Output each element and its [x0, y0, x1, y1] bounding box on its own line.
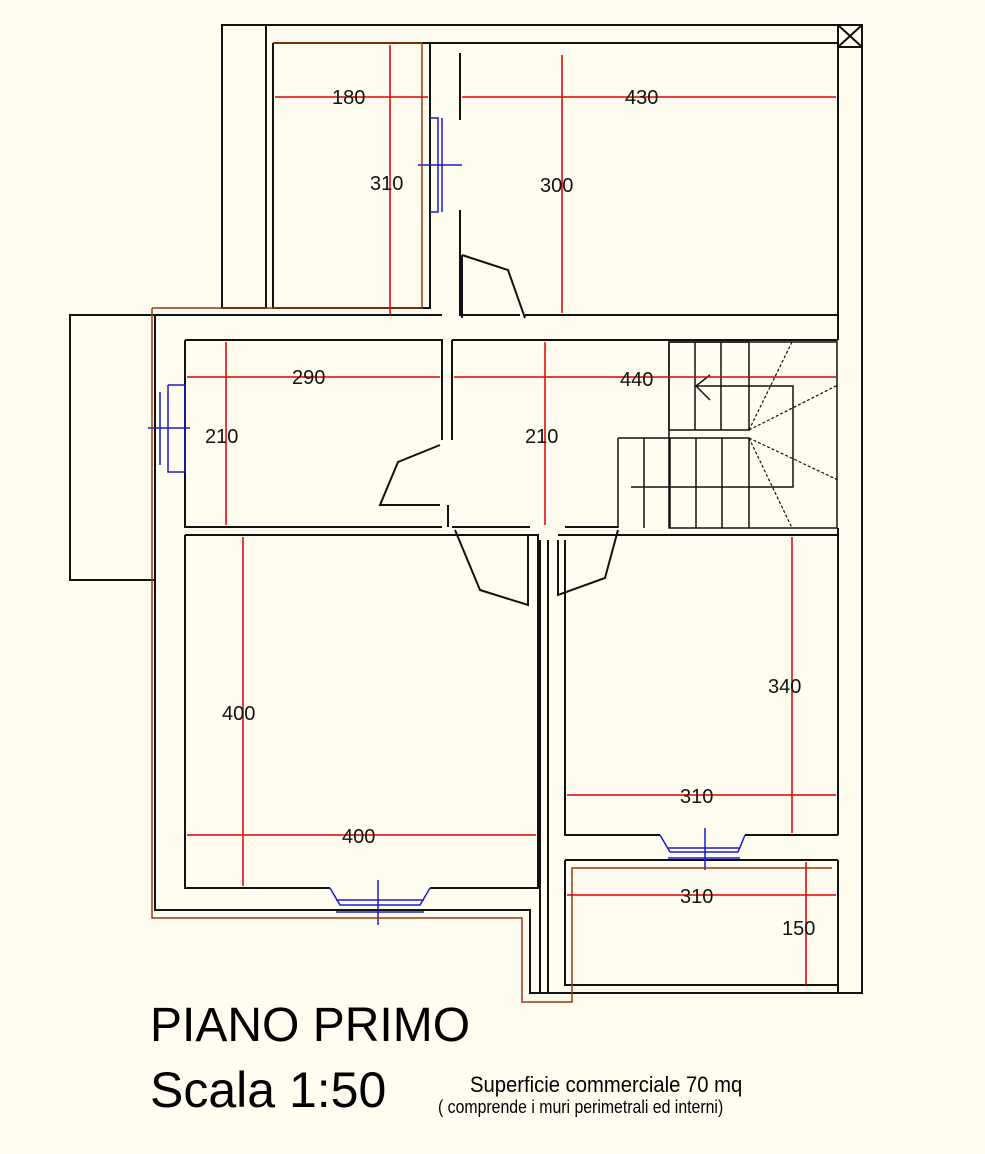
dim-310-balcony: 310: [680, 886, 713, 908]
roof-tiles-left: [69, 314, 156, 581]
dim-310: 310: [370, 173, 403, 195]
dim-150: 150: [782, 918, 815, 940]
dim-400-horizontal: 400: [342, 826, 375, 848]
dim-290: 290: [292, 367, 325, 389]
plan-area: Superficie commerciale 70 mq: [470, 1072, 743, 1097]
staircase: [617, 341, 839, 529]
dim-180: 180: [332, 87, 365, 109]
windows: [148, 117, 746, 925]
dim-300: 300: [540, 175, 573, 197]
roof-tiles-top: [221, 24, 267, 309]
dim-310-room: 310: [680, 786, 713, 808]
dim-400-vertical: 400: [222, 703, 255, 725]
dimension-lines: [187, 45, 836, 985]
dim-210-hall: 210: [525, 426, 558, 448]
dim-430: 430: [625, 87, 658, 109]
dim-210-left: 210: [205, 426, 238, 448]
dim-440: 440: [620, 369, 653, 391]
dimension-labels: 180 310 430 300 290 210 440 210 400 400 …: [205, 87, 815, 940]
plan-title: PIANO PRIMO: [150, 999, 471, 1052]
plan-scale: Scala 1:50: [150, 1062, 387, 1118]
walls: [154, 24, 863, 994]
plan-area-note: ( comprende i muri perimetrali ed intern…: [438, 1097, 724, 1117]
dim-340: 340: [768, 676, 801, 698]
